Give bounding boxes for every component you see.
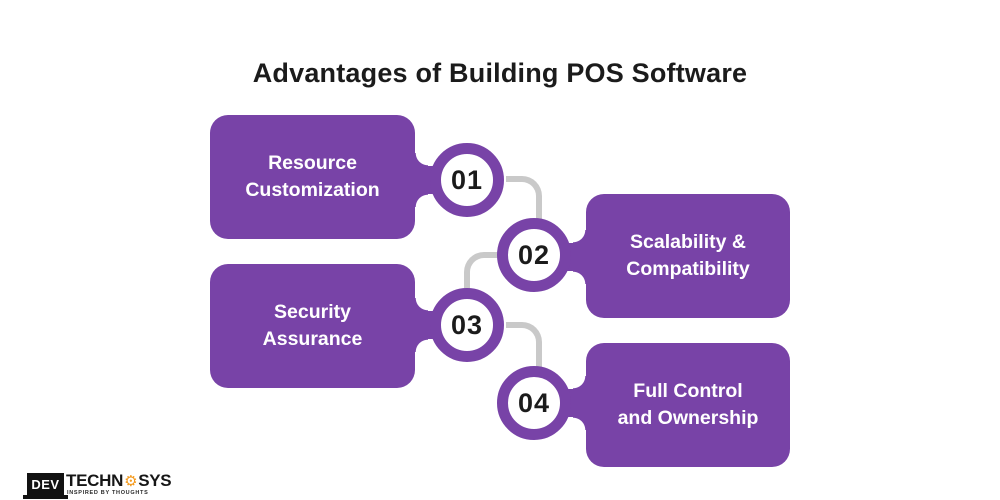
connector-elbow-02-03	[464, 252, 500, 290]
tab-fillet	[573, 230, 586, 243]
card-label-line: Customization	[245, 179, 380, 201]
card-security-assurance: Security Assurance	[210, 264, 415, 388]
tab-fillet	[573, 417, 586, 430]
step-badge-04: 04	[497, 366, 571, 440]
tab-fillet	[415, 194, 428, 207]
logo-monitor-text: DEV	[31, 476, 60, 492]
logo-monitor-base	[23, 495, 68, 499]
step-badge-03: 03	[430, 288, 504, 362]
page-title: Advantages of Building POS Software	[252, 58, 748, 88]
card-label-line: Full Control	[633, 380, 743, 403]
card-label-line: Resource	[268, 152, 357, 175]
card-label-line: and Ownership	[617, 407, 759, 429]
tab-fillet	[573, 376, 586, 389]
card-label-line: Compatibility	[626, 258, 750, 280]
card-scalability-compatibility: Scalability & Compatibility	[586, 194, 790, 318]
tab-fillet	[573, 271, 586, 284]
card-resource-customization: Resource Customization	[210, 115, 415, 239]
card-label-line: Scalability &	[630, 231, 746, 254]
connector-elbow-01-02	[506, 176, 542, 220]
logo-monitor-box: DEV	[27, 473, 64, 495]
card-label-line: Assurance	[262, 328, 363, 350]
tab-fillet	[415, 298, 428, 311]
card-full-control-ownership: Full Control and Ownership	[586, 343, 790, 467]
gear-icon: ⚙	[124, 473, 138, 490]
step-badge-02: 02	[497, 218, 571, 292]
logo-wordmark-part1: TECHN	[66, 471, 124, 490]
card-label-line: Security	[274, 301, 351, 324]
logo-tagline: INSPIRED BY THOUGHTS	[67, 490, 149, 496]
step-number: 01	[450, 164, 484, 195]
connector-elbow-03-04	[506, 322, 542, 368]
logo-wordmark-part2: SYS	[138, 471, 172, 490]
step-number: 03	[450, 309, 484, 340]
logo-wordmark: TECHN⚙SYS	[66, 471, 172, 491]
step-badge-01: 01	[430, 143, 504, 217]
tab-fillet	[415, 153, 428, 166]
step-number: 02	[517, 239, 551, 270]
tab-fillet	[415, 339, 428, 352]
step-number: 04	[517, 387, 551, 418]
